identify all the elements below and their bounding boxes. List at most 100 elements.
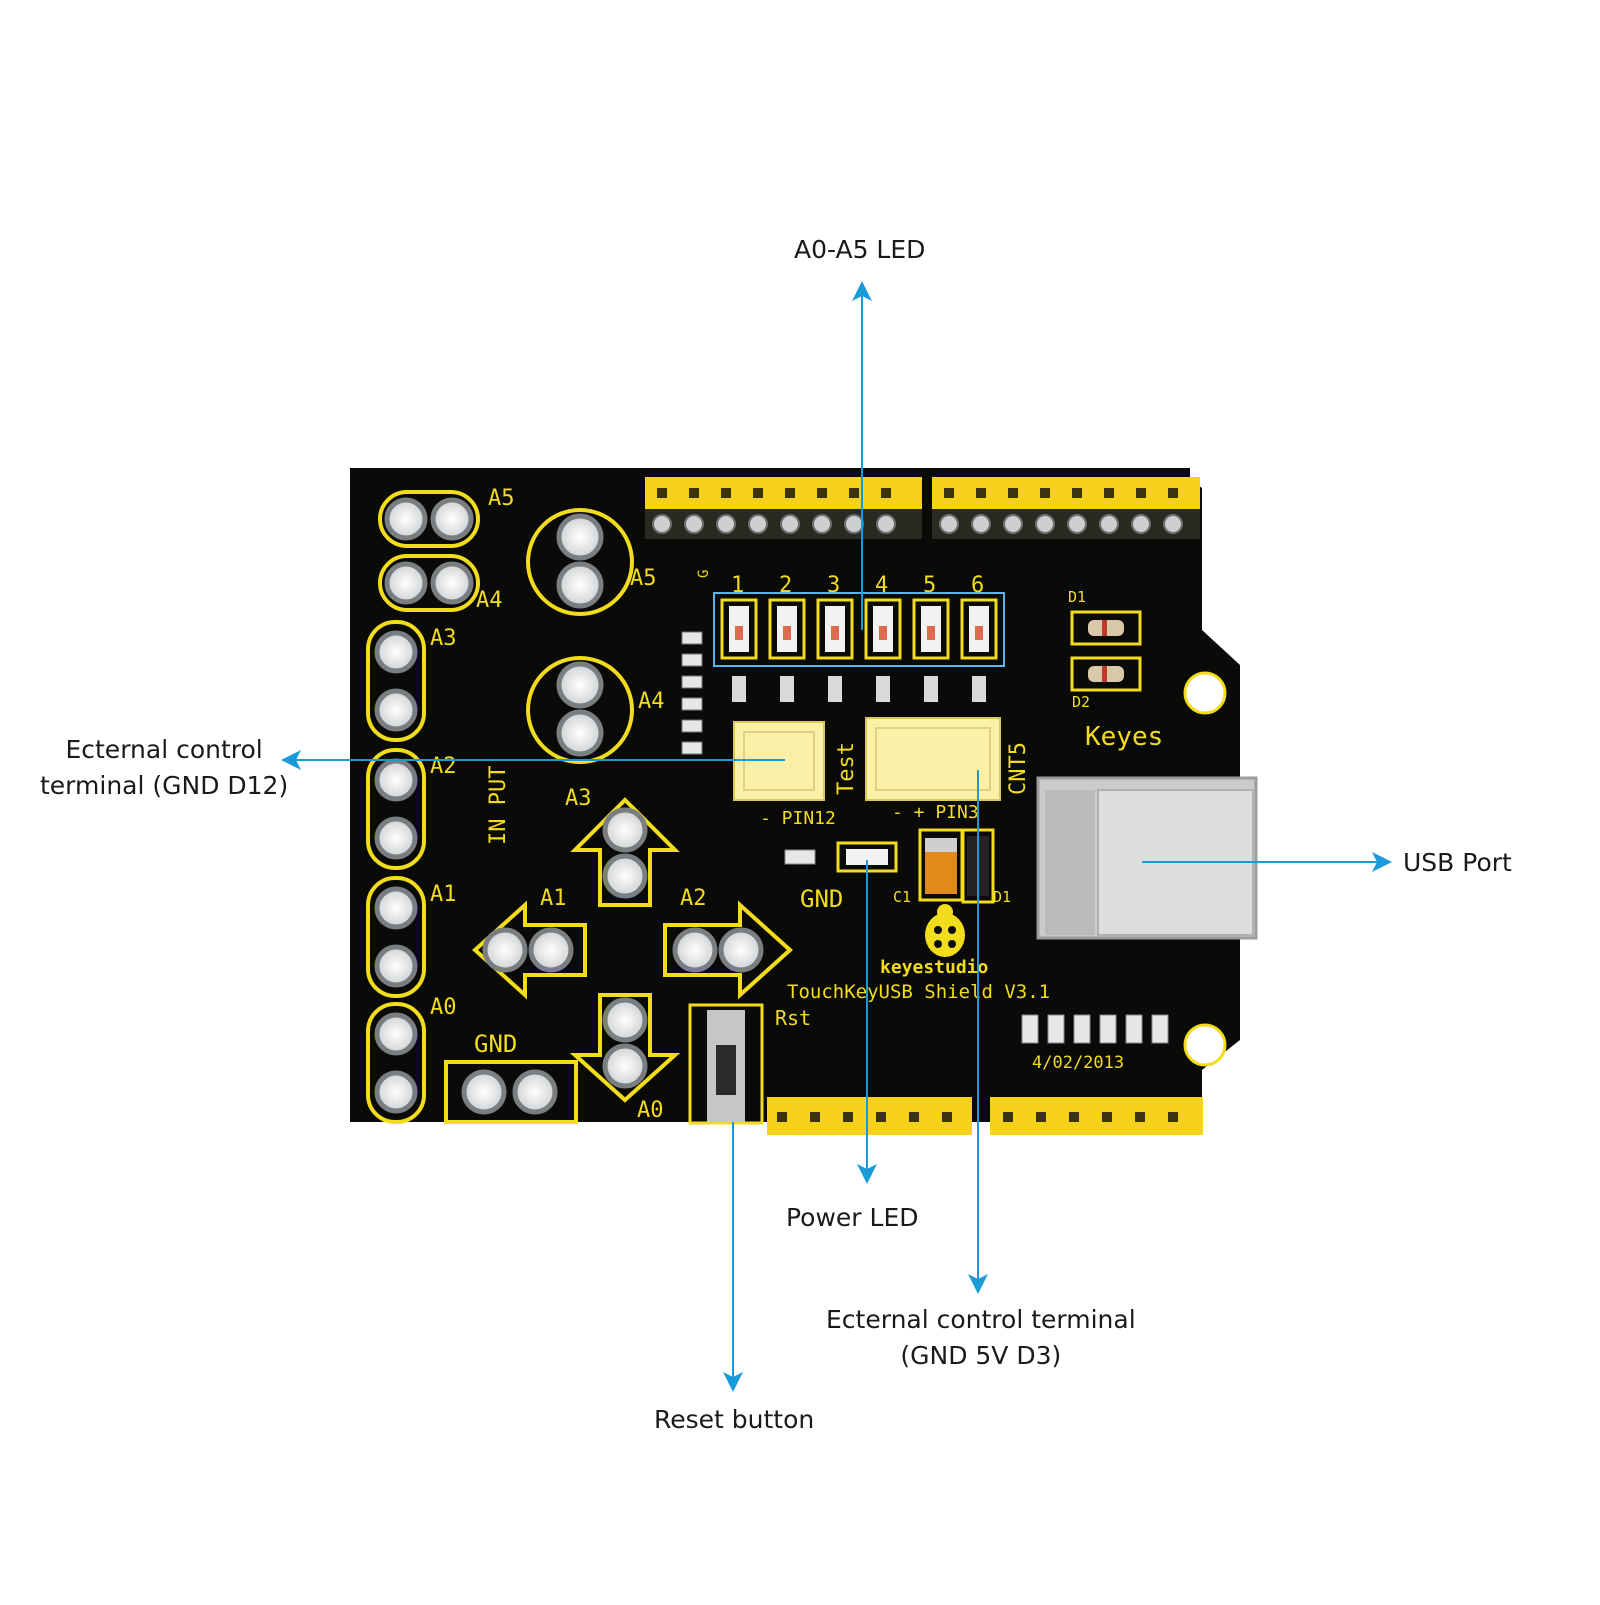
- led-outline: [816, 598, 854, 660]
- cnt5-label: CNT5: [1006, 742, 1031, 795]
- header-pin: [721, 488, 731, 498]
- arrow-pad-a0: [569, 993, 681, 1103]
- pad-outline: [378, 554, 480, 612]
- left-label-a3: A3: [430, 626, 457, 651]
- ring-label-a5: A5: [630, 566, 657, 591]
- header-pin: [817, 488, 827, 498]
- pad-hole: [374, 886, 418, 930]
- led-number: 5: [923, 573, 936, 598]
- bottom-header-pins: [777, 1112, 1178, 1122]
- left-label-a4: A4: [476, 588, 503, 613]
- header-pad: [844, 514, 864, 534]
- led-number: 2: [779, 573, 792, 598]
- callout-d3-line2: (GND 5V D3): [900, 1341, 1062, 1370]
- header-pin: [1008, 488, 1018, 498]
- silkscreen-labels: A5 A4 A3 A2 A1 A0 A5 A4 A3 A1 A2 A0 IN P…: [430, 486, 1163, 1123]
- header-pin: [843, 1112, 853, 1122]
- smd-resistor: [1073, 1014, 1091, 1044]
- callout-arrows: [281, 281, 1392, 1392]
- header-pad: [1067, 514, 1087, 534]
- smd-resistor: [1151, 1014, 1169, 1044]
- smd-resistor: [681, 719, 703, 733]
- pad-hole: [374, 1070, 418, 1114]
- header-pin: [1136, 488, 1146, 498]
- pin3-label: - + PIN3: [892, 802, 979, 823]
- date-label: 4/02/2013: [1032, 1053, 1124, 1073]
- header-pad: [716, 514, 736, 534]
- pad-outline: [366, 620, 426, 742]
- input-label: IN PUT: [486, 766, 511, 845]
- gnd-left-label: GND: [474, 1030, 517, 1058]
- header-pad: [684, 514, 704, 534]
- header-pin: [1040, 488, 1050, 498]
- header-pin: [876, 1112, 886, 1122]
- test-label: Test: [834, 742, 859, 795]
- arrow-pad-a2: [663, 900, 793, 1000]
- c1-label: C1: [893, 888, 911, 906]
- ring-pad-a5: [526, 508, 634, 616]
- led-group-outline: [713, 592, 1005, 667]
- terminal-d3: [865, 717, 1001, 801]
- brand-label: keyestudio: [880, 957, 988, 978]
- d2-label: D2: [1072, 693, 1090, 711]
- callout-reset-text: Reset button: [654, 1405, 815, 1434]
- left-label-a5: A5: [488, 486, 515, 511]
- pad-hole: [384, 497, 428, 541]
- pad-hole: [374, 758, 418, 802]
- capacitor-c1: [918, 828, 964, 902]
- led-resistor: [780, 676, 794, 702]
- reset-button[interactable]: [688, 1003, 764, 1125]
- header-pin: [689, 488, 699, 498]
- smd-resistor: [1047, 1014, 1065, 1044]
- led-number: 1: [731, 573, 744, 598]
- top-header-right: [932, 477, 1200, 539]
- ring-label-a4: A4: [638, 689, 665, 714]
- resistor-stack: [681, 631, 703, 755]
- pad-hole: [374, 1012, 418, 1056]
- led-outline: [864, 598, 902, 660]
- led-number: 4: [875, 573, 888, 598]
- callout-d12-line2: terminal (GND D12): [40, 771, 289, 800]
- keyes-label: Keyes: [1085, 722, 1163, 752]
- pad-hole: [374, 688, 418, 732]
- header-pin: [944, 488, 954, 498]
- header-pin: [810, 1112, 820, 1122]
- smd-resistor: [1125, 1014, 1143, 1044]
- header-pad: [876, 514, 896, 534]
- led-outline: [720, 598, 758, 660]
- callout-d12-line1: Ecternal control: [65, 735, 263, 764]
- pad-hole: [430, 497, 474, 541]
- mounting-hole-top: [1183, 671, 1227, 715]
- led-number: 3: [827, 573, 840, 598]
- led-die: [879, 626, 887, 640]
- pin12-label: - PIN12: [760, 808, 836, 829]
- led-resistor: [828, 676, 842, 702]
- callout-power-led-text: Power LED: [786, 1203, 919, 1232]
- header-pin: [1104, 488, 1114, 498]
- d1-zener-label: D1: [993, 888, 1011, 906]
- smd-resistor: [681, 653, 703, 667]
- pad-outline: [366, 1002, 426, 1124]
- callout-d12: Ecternal control terminal (GND D12): [40, 732, 288, 804]
- callout-leds-text: A0-A5 LED: [794, 235, 926, 264]
- led-resistor: [972, 676, 986, 702]
- smd-resistor: [1099, 1014, 1117, 1044]
- led-resistor: [924, 676, 938, 702]
- ladybug-logo-icon: [925, 904, 965, 957]
- header-pin: [1168, 1112, 1178, 1122]
- led-outline: [912, 598, 950, 660]
- header-pin: [1003, 1112, 1013, 1122]
- header-pin: [1135, 1112, 1145, 1122]
- callout-power-led: Power LED: [786, 1200, 919, 1236]
- smd-resistor: [681, 741, 703, 755]
- diode-d1: [1070, 610, 1142, 646]
- header-pad: [1131, 514, 1151, 534]
- pad-hole: [374, 944, 418, 988]
- led-die: [783, 626, 791, 640]
- arrow-pad-a3: [570, 797, 680, 907]
- header-pad: [812, 514, 832, 534]
- arrow-pad-a1: [472, 900, 587, 1000]
- header-pin: [1036, 1112, 1046, 1122]
- header-pin: [1168, 488, 1178, 498]
